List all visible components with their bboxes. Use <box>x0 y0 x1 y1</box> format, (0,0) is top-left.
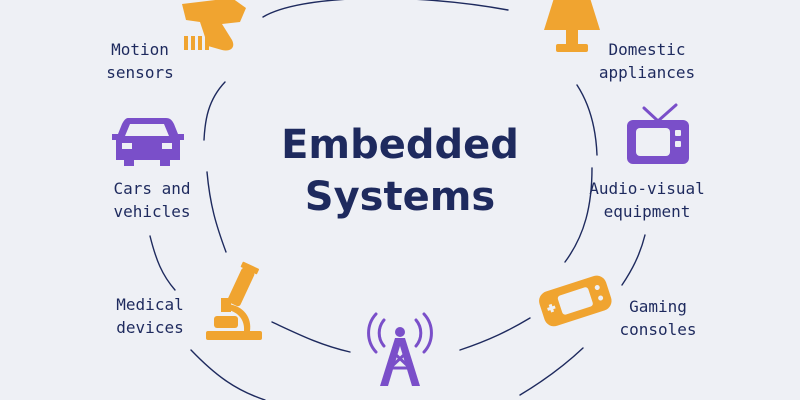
gamepad-icon <box>539 275 612 327</box>
tv-icon <box>627 103 689 164</box>
label-medical-devices-line1: Medical <box>116 295 183 314</box>
ring-segment-outer-bottom-right <box>519 347 584 396</box>
node-gaming-consoles: Gaming consoles <box>539 275 697 339</box>
ring-segment-top <box>262 0 509 18</box>
center-title-line2: Systems <box>305 174 495 220</box>
node-domestic-appliances: Domestic appliances <box>544 0 695 82</box>
node-cars-vehicles: Cars and vehicles <box>112 118 191 221</box>
label-cars-vehicles-line1: Cars and <box>113 179 190 198</box>
label-audio-visual-line1: Audio-visual <box>589 179 705 198</box>
node-telecom <box>367 312 433 386</box>
car-icon <box>112 118 184 166</box>
scanner-gun-icon <box>182 0 246 51</box>
ring-segment-bottom-left <box>271 321 351 353</box>
ring-segment-outer-bottom-left <box>190 349 266 400</box>
ring-segment-left-upper <box>203 81 226 141</box>
ring-segment-right-upper <box>576 84 598 156</box>
label-domestic-appliances-line2: appliances <box>599 63 695 82</box>
ring <box>149 0 646 400</box>
ring-segment-outer-right <box>621 234 646 286</box>
label-domestic-appliances-line1: Domestic <box>608 40 685 59</box>
node-audio-visual: Audio-visual equipment <box>589 103 705 221</box>
ring-segment-left-lower <box>206 171 227 253</box>
ring-segment-outer-left <box>149 235 176 291</box>
ring-segment-right-lower <box>564 167 593 263</box>
label-gaming-consoles-line1: Gaming <box>629 297 687 316</box>
label-gaming-consoles-line2: consoles <box>619 320 696 339</box>
label-motion-sensors-line1: Motion <box>111 40 169 59</box>
label-cars-vehicles-line2: vehicles <box>113 202 190 221</box>
lamp-icon <box>544 0 600 52</box>
node-motion-sensors: Motion sensors <box>106 0 246 82</box>
center-title-line1: Embedded <box>281 122 519 168</box>
label-audio-visual-line2: equipment <box>604 202 691 221</box>
microscope-icon <box>206 261 262 340</box>
label-motion-sensors-line2: sensors <box>106 63 173 82</box>
node-medical-devices: Medical devices <box>116 261 262 340</box>
ring-segment-bottom-right <box>459 317 531 351</box>
label-medical-devices-line2: devices <box>116 318 183 337</box>
antenna-tower-icon <box>367 312 433 386</box>
